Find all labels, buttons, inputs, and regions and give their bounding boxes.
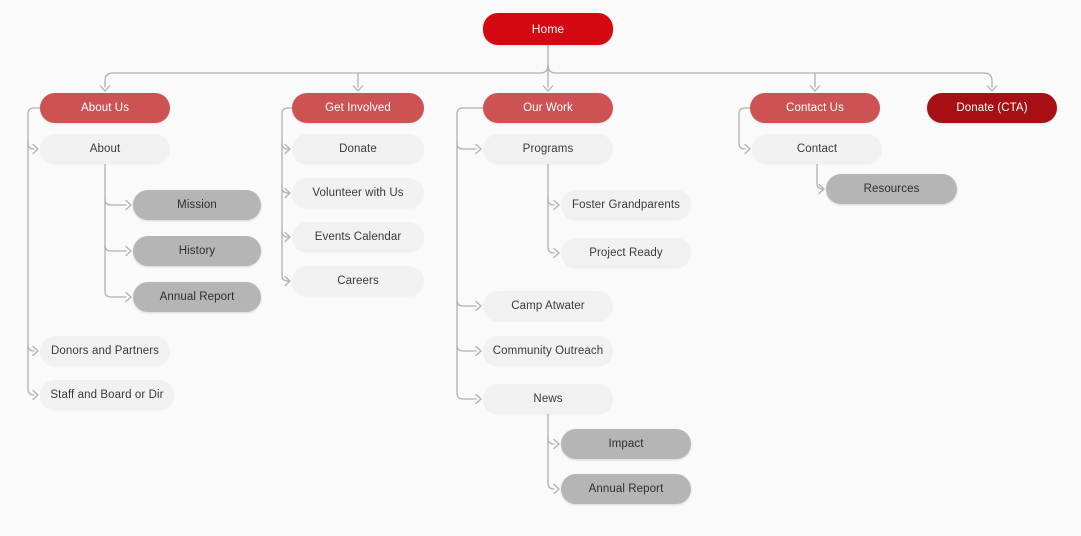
- node-news[interactable]: News: [483, 384, 613, 414]
- node-project-ready[interactable]: Project Ready: [561, 238, 691, 268]
- node-community-outreach[interactable]: Community Outreach: [483, 336, 613, 366]
- node-mission[interactable]: Mission: [133, 190, 261, 220]
- node-history[interactable]: History: [133, 236, 261, 266]
- node-donors-and-partners[interactable]: Donors and Partners: [40, 336, 170, 366]
- node-camp-atwater[interactable]: Camp Atwater: [483, 291, 613, 321]
- node-about[interactable]: About: [40, 134, 170, 164]
- node-annual-report-news[interactable]: Annual Report: [561, 474, 691, 504]
- node-get-involved[interactable]: Get Involved: [292, 93, 424, 123]
- node-foster-grandparents[interactable]: Foster Grandparents: [561, 190, 691, 220]
- node-home[interactable]: Home: [483, 13, 613, 45]
- node-programs[interactable]: Programs: [483, 134, 613, 164]
- node-annual-report-about[interactable]: Annual Report: [133, 282, 261, 312]
- node-contact-us[interactable]: Contact Us: [750, 93, 880, 123]
- node-resources[interactable]: Resources: [826, 174, 957, 204]
- node-donate-cta[interactable]: Donate (CTA): [927, 93, 1057, 123]
- node-volunteer[interactable]: Volunteer with Us: [292, 178, 424, 208]
- node-events-calendar[interactable]: Events Calendar: [292, 222, 424, 252]
- node-impact[interactable]: Impact: [561, 429, 691, 459]
- node-contact[interactable]: Contact: [752, 134, 882, 164]
- node-staff-and-board[interactable]: Staff and Board or Dir: [40, 380, 174, 410]
- node-donate[interactable]: Donate: [292, 134, 424, 164]
- node-our-work[interactable]: Our Work: [483, 93, 613, 123]
- node-careers[interactable]: Careers: [292, 266, 424, 296]
- node-about-us[interactable]: About Us: [40, 93, 170, 123]
